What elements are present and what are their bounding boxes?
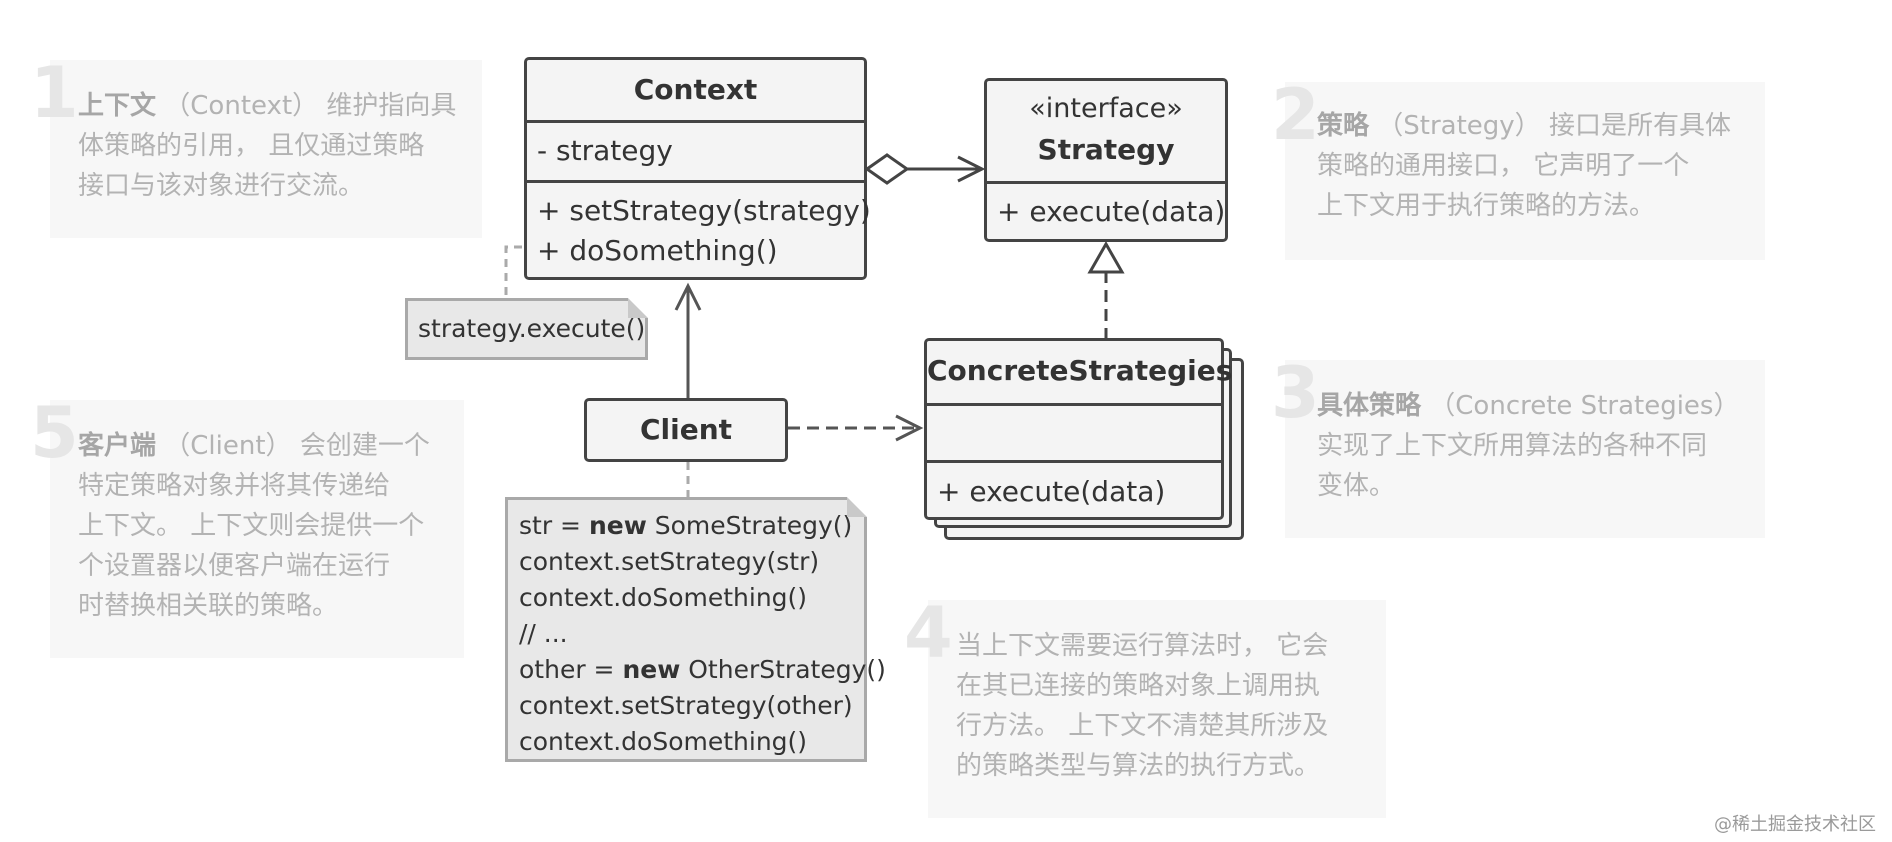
class-method: + execute(data)	[937, 475, 1166, 508]
panel-term: 上下文	[78, 91, 157, 121]
class-fields-section: - strategy	[527, 120, 864, 180]
note-fold	[628, 298, 648, 318]
watermark: @稀土掘金技术社区	[1714, 814, 1876, 835]
note-link-context	[504, 245, 522, 298]
panel-strategy-description: 2 策略 （Strategy） 接口是所有具体 策略的通用接口， 它声明了一个 …	[1271, 80, 1765, 260]
panel-client-flow-description: 4 当上下文需要运行算法时， 它会 在其已连接的策略对象上调用执 行方法。 上下…	[904, 598, 1386, 818]
panel-text: 策略 （Strategy） 接口是所有具体 策略的通用接口， 它声明了一个 上下…	[1317, 106, 1757, 226]
panel-term: 具体策略	[1317, 391, 1422, 421]
panel-line: 上下文。 上下文则会提供一个	[78, 511, 425, 541]
class-methods-section: + execute(data)	[987, 181, 1225, 239]
class-title-section: ConcreteStrategies	[927, 341, 1233, 403]
code-line: context.doSomething()	[519, 727, 808, 756]
code-line: context.setStrategy(str)	[519, 547, 820, 576]
panel-context-description: 1 上下文 （Context） 维护指向具 体策略的引用， 且仅通过策略 接口与…	[30, 58, 482, 238]
panel-line: 行方法。 上下文不清楚其所涉及	[956, 711, 1329, 741]
class-method: + execute(data)	[997, 195, 1226, 228]
panel-line: （Concrete Strategies）	[1421, 391, 1740, 421]
panel-line: 当上下文需要运行算法时， 它会	[956, 631, 1329, 661]
class-method: + setStrategy(strategy)	[537, 194, 871, 227]
panel-term: 客户端	[78, 431, 157, 461]
aggregation-connector	[864, 153, 986, 185]
client-class[interactable]: Client	[584, 398, 788, 462]
class-title: Context	[633, 73, 758, 106]
panel-number: 4	[904, 592, 953, 674]
panel-term: 策略	[1317, 111, 1370, 141]
context-note: strategy.execute()	[405, 298, 648, 360]
panel-text: 上下文 （Context） 维护指向具 体策略的引用， 且仅通过策略 接口与该对…	[78, 86, 478, 206]
panel-client-description: 5 客户端 （Client） 会创建一个 特定策略对象并将其传递给 上下文。 上…	[30, 398, 464, 658]
dependency-connector	[788, 414, 924, 442]
panel-line: 接口与该对象进行交流。	[78, 171, 365, 201]
concrete-strategies-class[interactable]: ConcreteStrategies + execute(data)	[924, 338, 1233, 520]
panel-line: 变体。	[1317, 471, 1396, 501]
client-code-note: str = new SomeStrategy() context.setStra…	[505, 497, 886, 762]
panel-number: 5	[30, 392, 79, 474]
panel-line: 实现了上下文所用算法的各种不同	[1317, 431, 1708, 461]
class-methods-section: + setStrategy(strategy) + doSomething()	[527, 180, 871, 271]
panel-line: 体策略的引用， 且仅通过策略	[78, 131, 425, 161]
stereotype-label: «interface»	[1029, 93, 1183, 124]
code-line: context.doSomething()	[519, 583, 808, 612]
panel-text: 客户端 （Client） 会创建一个 特定策略对象并将其传递给 上下文。 上下文…	[78, 426, 458, 626]
panel-line: 策略的通用接口， 它声明了一个	[1317, 151, 1690, 181]
association-connector	[674, 282, 702, 398]
note-text: strategy.execute()	[418, 314, 646, 343]
panel-line: （Client） 会创建一个	[156, 431, 430, 461]
code-line: str = new SomeStrategy()	[519, 511, 853, 540]
class-methods-section: + execute(data)	[927, 460, 1221, 517]
class-title-section: Context	[527, 60, 864, 120]
note-fold	[847, 497, 867, 517]
realization-connector	[1087, 240, 1125, 340]
panel-line: 时替换相关联的策略。	[78, 591, 339, 621]
class-title: Strategy	[1037, 133, 1175, 166]
strategy-interface[interactable]: «interface» Strategy + execute(data)	[984, 78, 1228, 242]
code-line: context.setStrategy(other)	[519, 691, 853, 720]
code-line: // ...	[519, 619, 568, 648]
context-class[interactable]: Context - strategy + setStrategy(strateg…	[524, 57, 871, 280]
class-fields-section	[927, 403, 1221, 460]
panel-line: 的策略类型与算法的执行方式。	[956, 751, 1321, 781]
panel-number: 3	[1271, 352, 1320, 434]
panel-line: （Context） 维护指向具	[156, 91, 457, 121]
panel-line: 特定策略对象并将其传递给	[78, 471, 391, 501]
panel-concrete-description: 3 具体策略 （Concrete Strategies） 实现了上下文所用算法的…	[1271, 358, 1765, 538]
panel-number: 2	[1271, 74, 1320, 156]
panel-text: 具体策略 （Concrete Strategies） 实现了上下文所用算法的各种…	[1317, 386, 1757, 506]
class-title: ConcreteStrategies	[927, 354, 1233, 387]
class-field: - strategy	[537, 134, 673, 167]
panel-line: 个设置器以便客户端在运行	[78, 551, 391, 581]
panel-line: （Strategy） 接口是所有具体	[1369, 111, 1731, 141]
panel-number: 1	[30, 52, 79, 134]
panel-line: 上下文用于执行策略的方法。	[1317, 191, 1656, 221]
code-line: other = new OtherStrategy()	[519, 655, 886, 684]
class-method: + doSomething()	[537, 234, 778, 267]
class-title: Client	[639, 413, 733, 446]
class-title-section: «interface» Strategy	[987, 81, 1225, 181]
panel-text: 当上下文需要运行算法时， 它会 在其已连接的策略对象上调用执 行方法。 上下文不…	[956, 626, 1376, 786]
panel-line: 在其已连接的策略对象上调用执	[956, 671, 1321, 701]
